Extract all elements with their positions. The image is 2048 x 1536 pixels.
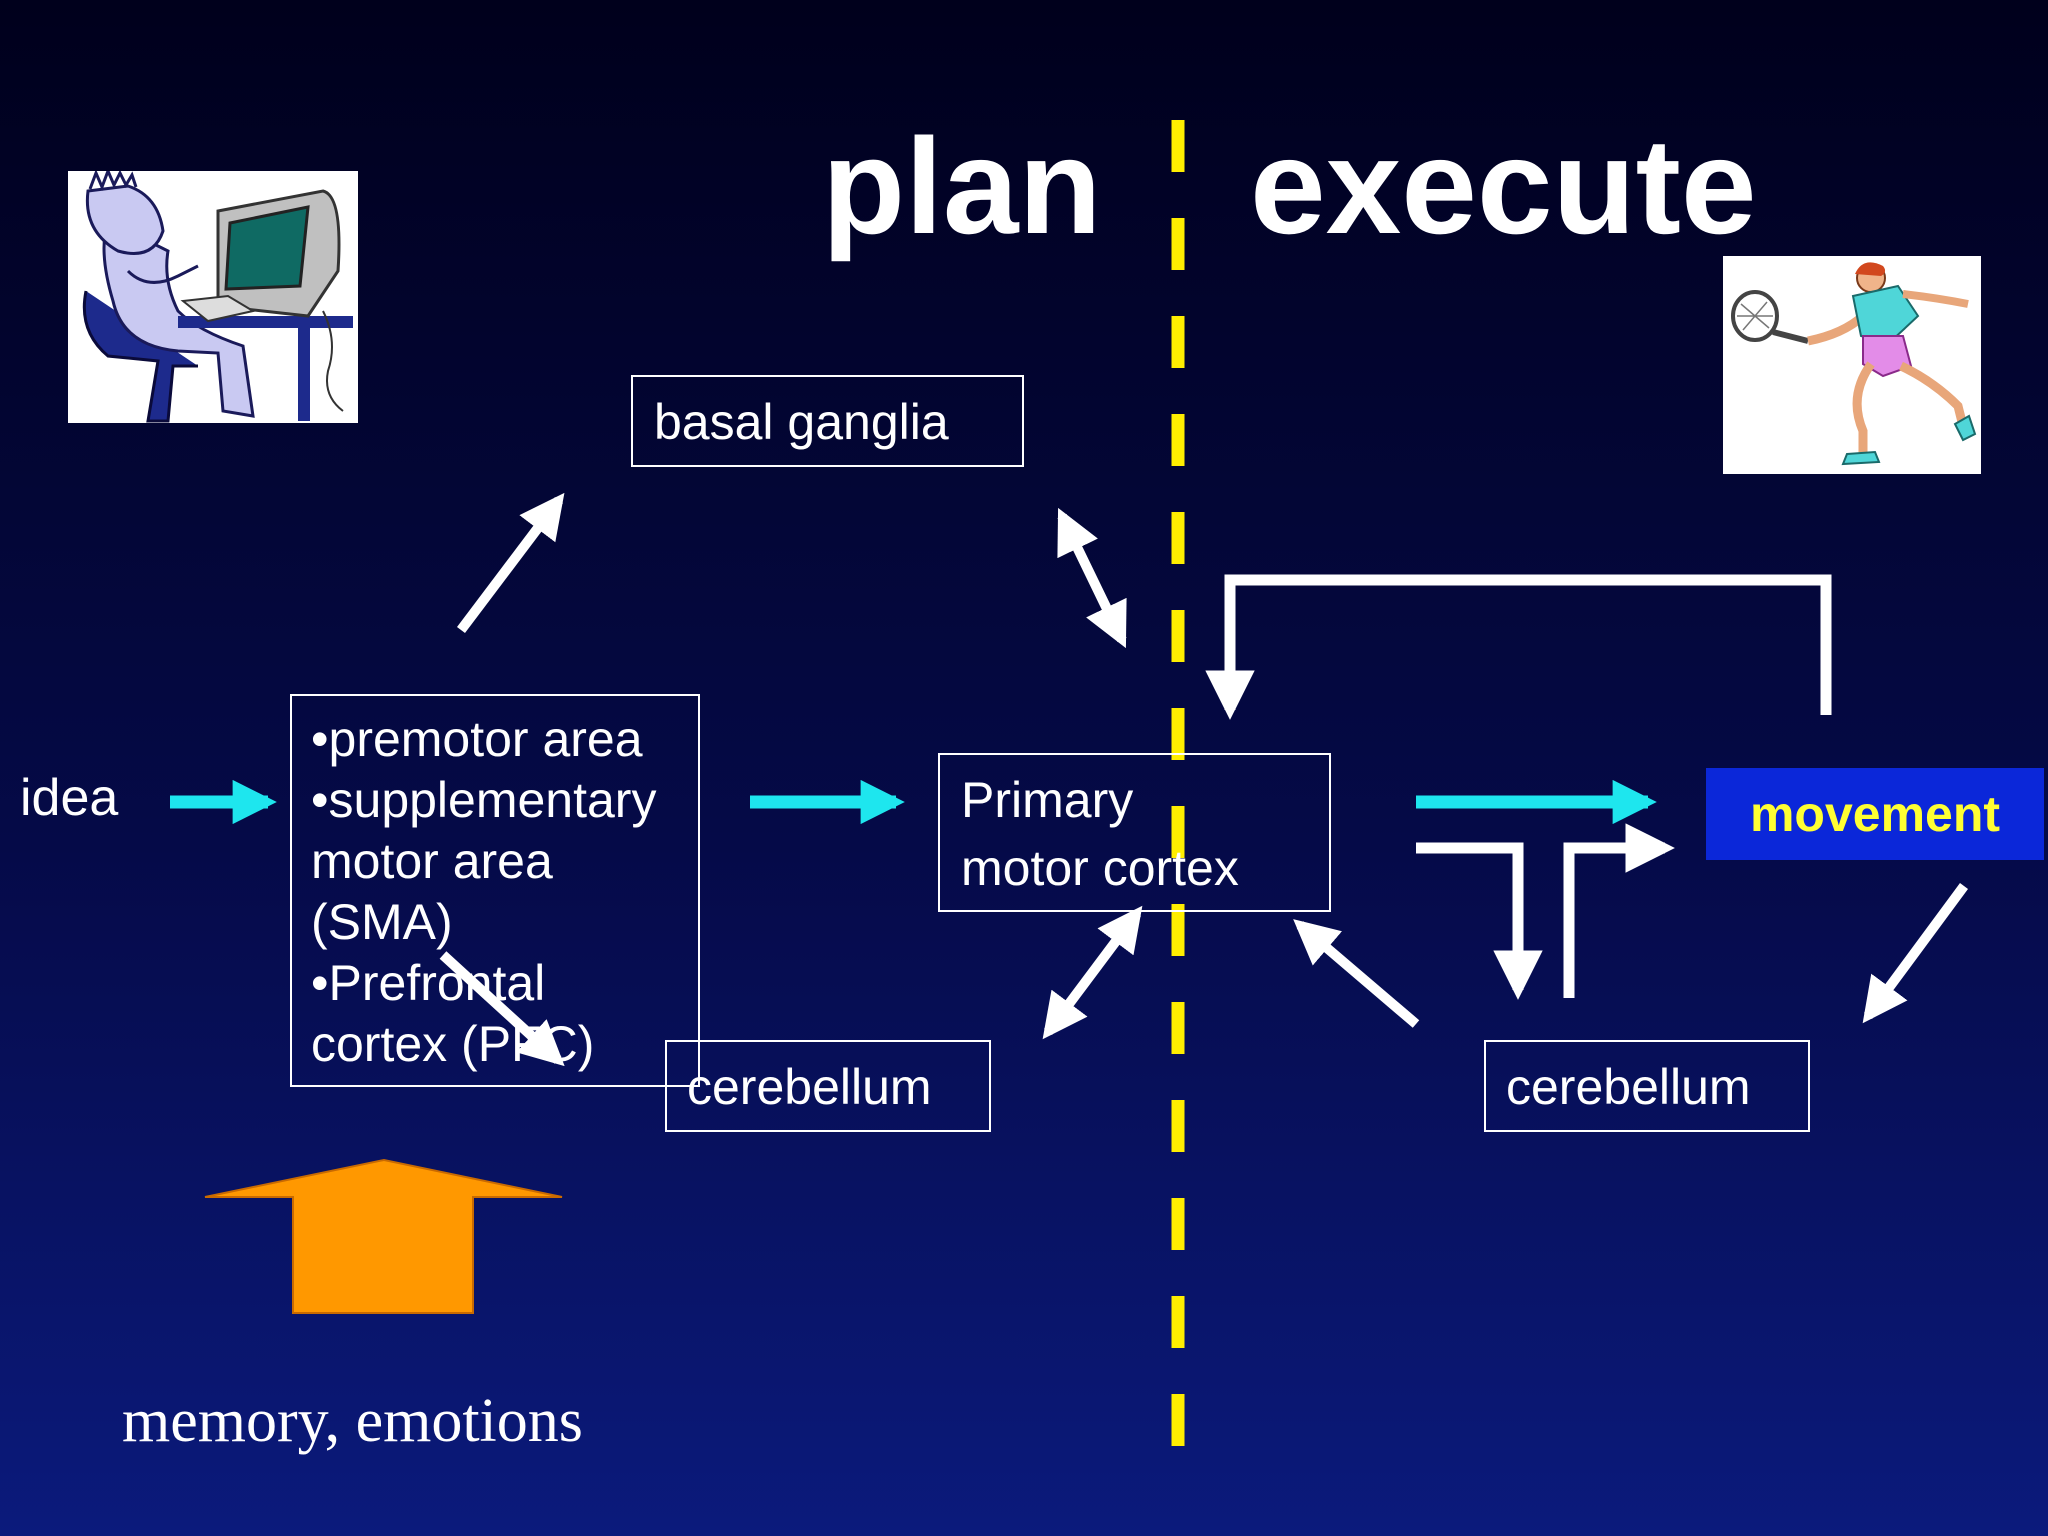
arrow-primary-motor-cortex-cerebellum <box>1042 905 1143 1040</box>
prefrontal-item: •Prefrontal <box>311 955 546 1011</box>
cerebellum-right-label: cerebellum <box>1506 1059 1751 1115</box>
plan-heading: plan <box>822 110 1102 262</box>
arrow-cortical-areas-to-basal-ganglia <box>457 492 565 634</box>
prefrontal-cortex-text: cortex (PFC) <box>311 1016 595 1072</box>
cerebellum-left-label: cerebellum <box>687 1059 932 1115</box>
cortical-areas-box: •premotor area •supplementary motor area… <box>290 694 700 1087</box>
cerebellum-left-box: cerebellum <box>665 1040 991 1132</box>
movement-box: movement <box>1706 768 2044 860</box>
arrow-to-right-cerebellum <box>1416 842 1543 1000</box>
memory-emotions-label: memory, emotions <box>122 1387 583 1455</box>
primary-motor-cortex-line-1: Primary <box>961 772 1134 828</box>
supplementary-motor-area-item: •supplementary <box>311 772 657 828</box>
arrow-basal-ganglia-primary-motor-cortex <box>1057 507 1127 649</box>
sma-abbreviation-text: (SMA) <box>311 894 453 950</box>
arrow-cerebellum-to-primary-motor-cortex <box>1293 919 1420 1028</box>
basal-ganglia-box: basal ganglia <box>631 375 1024 467</box>
idea-label: idea <box>20 769 119 827</box>
primary-motor-cortex-box: Primary motor cortex <box>938 753 1331 912</box>
arrow-movement-to-cerebellum <box>1862 883 1969 1024</box>
arrow-movement-feedback-to-primary-motor-cortex <box>1205 574 1832 720</box>
arrow-memory-emotions-up <box>204 1158 563 1314</box>
basal-ganglia-label: basal ganglia <box>654 394 949 450</box>
arrow-from-right-cerebellum <box>1563 823 1675 998</box>
person-at-computer-image <box>68 171 358 423</box>
arrow-cortical-areas-to-cerebellum <box>439 951 565 1067</box>
execute-heading: execute <box>1250 110 1757 262</box>
premotor-area-item: •premotor area <box>311 711 643 767</box>
primary-motor-cortex-line-2: motor cortex <box>961 840 1239 896</box>
motor-area-text: motor area <box>311 833 553 889</box>
cerebellum-right-box: cerebellum <box>1484 1040 1810 1132</box>
tennis-player-image <box>1723 256 1981 474</box>
